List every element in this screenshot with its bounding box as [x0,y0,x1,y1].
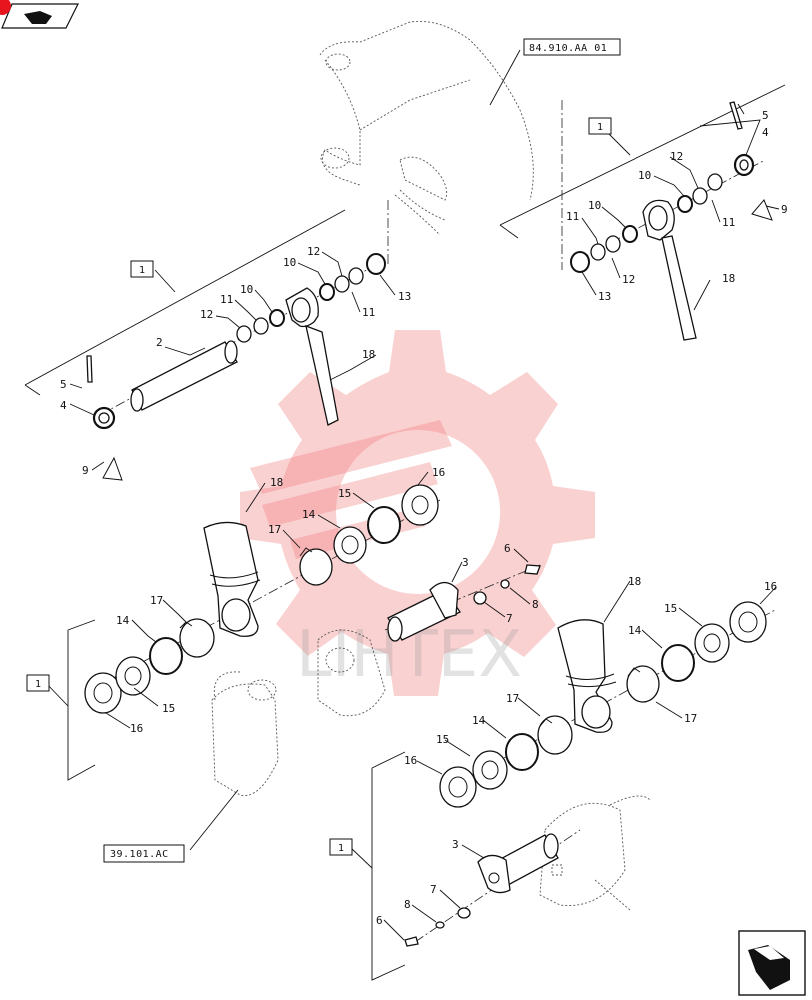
reference-label-top: 84.910.AA 01 [529,43,607,54]
washers-center-stack[interactable] [299,484,439,586]
callout-10: 10 [638,169,651,182]
callout-18: 18 [722,272,735,285]
next-page-icon[interactable] [738,930,806,996]
callout-3: 3 [462,556,469,569]
group-bracket-mid-left [67,619,96,781]
callout-14: 14 [472,714,486,727]
red-marker-icon [0,0,11,15]
callout-16: 16 [764,580,777,593]
callout-12: 12 [622,273,635,286]
group-label-box-bottom: 1 [329,838,353,856]
callout-18: 18 [628,575,641,588]
callout-2: 2 [156,336,163,349]
callout-12: 12 [200,308,213,321]
nut-part-6-bottom[interactable] [404,936,419,947]
callout-4: 4 [60,399,67,412]
callout-6: 6 [376,914,383,927]
callout-13: 13 [598,290,611,303]
callout-15: 15 [162,702,175,715]
callout-6: 6 [504,542,511,555]
callout-18: 18 [270,476,283,489]
svg-text:1: 1 [35,679,42,690]
callout-10: 10 [588,199,601,212]
callout-16: 16 [130,722,143,735]
bushing-part-4-left[interactable] [92,406,116,430]
callout-17: 17 [506,692,519,705]
rod-end-part-18-top-left[interactable] [285,287,339,426]
group-bracket-top-right [499,84,786,239]
reference-box-bottom[interactable]: 39.101.AC [103,844,185,863]
callout-16: 16 [404,754,417,767]
pin-part-2[interactable] [130,340,238,412]
callout-3: 3 [452,838,459,851]
callout-10: 10 [283,256,296,269]
cylinder-part-18-mid-left[interactable] [203,521,261,637]
svg-text:1: 1 [338,843,345,854]
callout-9: 9 [781,203,788,216]
group-bracket-bottom [371,751,406,981]
callout-15: 15 [338,487,351,500]
callout-17: 17 [150,594,163,607]
washers-top-left[interactable] [236,253,386,343]
callout-7: 7 [506,612,513,625]
callout-5: 5 [60,378,67,391]
bolt-part-5-left[interactable] [86,355,93,383]
callout-14: 14 [116,614,130,627]
callout-11: 11 [220,293,233,306]
group-label-box-top-right: 1 [588,117,612,135]
callout-8: 8 [404,898,411,911]
callout-17: 17 [268,523,281,536]
callout-12: 12 [307,245,320,258]
callout-numbers: 2 5 4 9 12 11 10 10 12 11 13 18 5 4 12 1… [60,109,788,927]
callout-11: 11 [722,216,735,229]
washer-part-7-bottom[interactable] [457,907,471,919]
washer-part-7-top[interactable] [473,591,487,605]
reference-label-bottom: 39.101.AC [110,849,169,860]
washers-mid-right[interactable] [626,601,767,703]
previous-page-icon[interactable] [0,0,79,29]
callout-10: 10 [240,283,253,296]
callout-14: 14 [302,508,316,521]
grease-fitting-part-9-left[interactable] [102,456,123,481]
grease-fitting-part-9-right[interactable] [751,199,773,221]
washers-top-right[interactable] [570,173,723,273]
callout-15: 15 [436,733,449,746]
callout-12: 12 [670,150,683,163]
callout-16: 16 [432,466,445,479]
callout-11: 11 [566,210,579,223]
callout-15: 15 [664,602,677,615]
callout-14: 14 [628,624,642,637]
cylinder-part-18-mid-right[interactable] [557,619,617,733]
svg-text:1: 1 [597,122,604,133]
washers-bottom-center[interactable] [439,715,573,808]
bushing-part-4-right[interactable] [733,153,755,177]
nut-part-6-top[interactable] [524,564,541,575]
callout-5: 5 [762,109,769,122]
callout-11: 11 [362,306,375,319]
svg-text:1: 1 [139,265,146,276]
group-bracket-top-left [24,209,346,396]
callout-8: 8 [532,598,539,611]
rod-end-part-18-top-right[interactable] [642,199,697,341]
group-label-box-top-left: 1 [130,260,154,278]
frame-bracket-outline [211,629,651,911]
loader-frame-outline [319,20,534,236]
callout-13: 13 [398,290,411,303]
group-label-box-mid-left: 1 [26,674,50,692]
callout-18: 18 [362,348,375,361]
callout-4: 4 [762,126,769,139]
callout-leader-lines [44,49,780,941]
washers-mid-left[interactable] [84,618,215,714]
bolt-part-5-right[interactable] [729,101,743,130]
pin-part-3-bottom[interactable] [477,833,559,894]
axis-line-pin-top [384,564,541,631]
reference-box-top[interactable]: 84.910.AA 01 [523,38,621,56]
callout-17: 17 [684,712,697,725]
pin-part-3-top[interactable] [387,581,461,642]
callout-9: 9 [82,464,89,477]
callout-7: 7 [430,883,437,896]
washer-part-8-top[interactable] [500,579,510,589]
washer-part-8-bottom[interactable] [435,921,445,929]
